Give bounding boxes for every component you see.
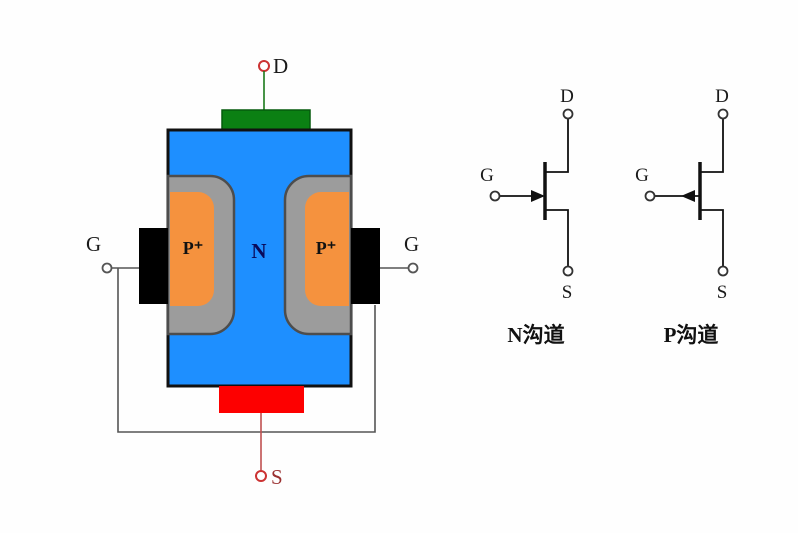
gate-right-terminal-circle bbox=[407, 262, 419, 274]
source-contact bbox=[219, 386, 304, 413]
n-symbol-gate-terminal-circle bbox=[489, 190, 501, 202]
n-symbol-caption: N沟道 bbox=[507, 323, 564, 347]
gate-right-label: G bbox=[404, 232, 419, 256]
p-symbol-caption: P沟道 bbox=[664, 323, 719, 347]
p-channel-symbol: D S G P沟道 bbox=[635, 86, 729, 347]
gate-contact-right bbox=[351, 228, 380, 304]
n-symbol-gate-label: G bbox=[480, 165, 494, 186]
gate-left-terminal-circle bbox=[101, 262, 113, 274]
n-symbol-drain-label: D bbox=[560, 86, 574, 107]
gate-interconnect-wire bbox=[117, 268, 376, 433]
n-symbol-drain-terminal-circle bbox=[562, 108, 574, 120]
drain-label: D bbox=[273, 54, 288, 78]
n-symbol-source-terminal-circle bbox=[562, 265, 574, 277]
n-channel-label: N bbox=[251, 239, 266, 263]
p-symbol-source-label: S bbox=[717, 282, 728, 303]
p-symbol-gate-label: G bbox=[635, 165, 649, 186]
p-symbol-drain-terminal-circle bbox=[717, 108, 729, 120]
p-symbol-drain-lead bbox=[700, 119, 724, 173]
source-terminal-circle bbox=[255, 470, 267, 482]
n-symbol-drain-lead bbox=[545, 119, 569, 173]
n-symbol-source-lead bbox=[545, 209, 569, 266]
p-symbol-source-terminal-circle bbox=[717, 265, 729, 277]
source-label: S bbox=[271, 465, 283, 489]
p-symbol-gate-arrow-icon bbox=[681, 190, 695, 202]
gate-left-label: G bbox=[86, 232, 101, 256]
p-plus-left-label: P⁺ bbox=[183, 238, 204, 258]
p-plus-region-left bbox=[170, 192, 214, 306]
p-symbol-drain-label: D bbox=[715, 86, 729, 107]
p-plus-region-right bbox=[305, 192, 349, 306]
drain-terminal-circle bbox=[258, 60, 270, 72]
n-channel-symbol: D S G N沟道 bbox=[480, 86, 574, 347]
gate-contact-left bbox=[139, 228, 168, 304]
n-symbol-source-label: S bbox=[562, 282, 573, 303]
n-symbol-gate-arrow-icon bbox=[531, 190, 545, 202]
p-symbol-source-lead bbox=[700, 209, 724, 266]
p-plus-right-label: P⁺ bbox=[316, 238, 337, 258]
p-symbol-gate-terminal-circle bbox=[644, 190, 656, 202]
